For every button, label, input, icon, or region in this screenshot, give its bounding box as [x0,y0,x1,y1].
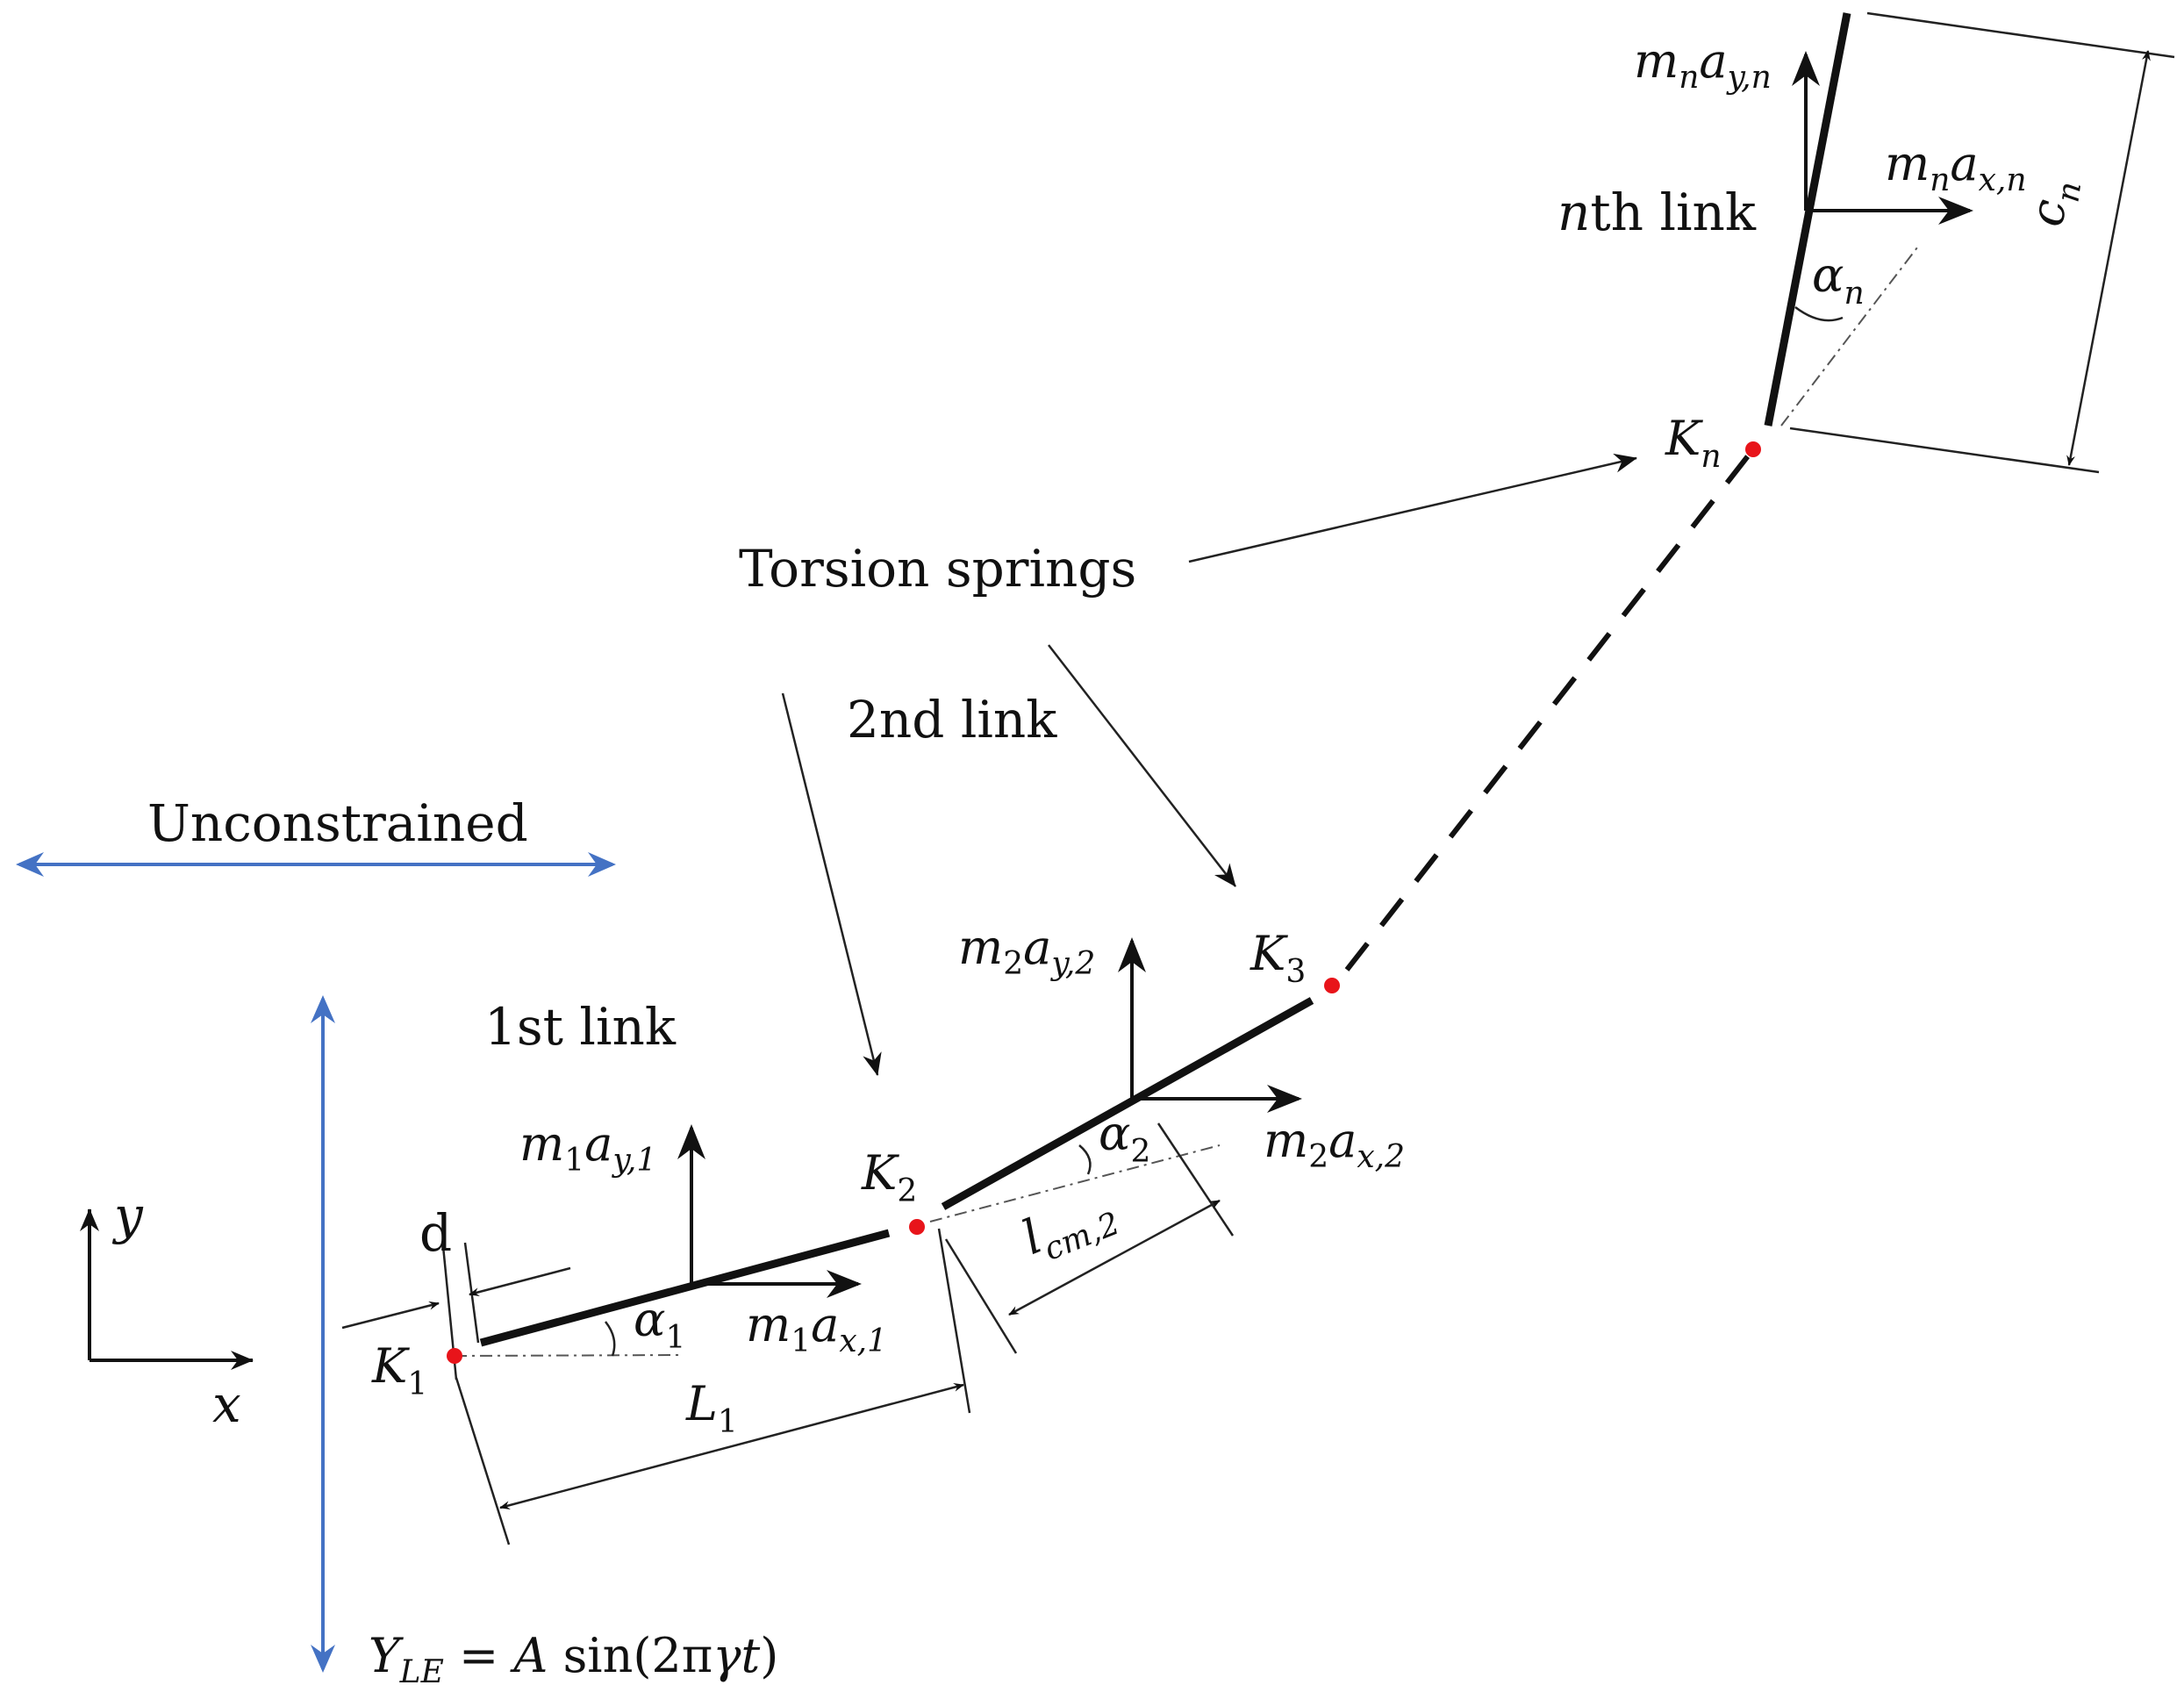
lcm2-dimension [944,1122,1235,1354]
link-2 [941,997,1314,1210]
coordinate-axes: y x [80,1186,254,1434]
alpha-n-arc [1794,306,1844,322]
joint-k2 [909,1219,925,1235]
link-n [1764,12,1851,427]
alpha-1-label: α1 [634,1292,685,1356]
cn-dimension [1789,11,2175,474]
k2-label: K2 [861,1145,917,1209]
alpha-2-arc [1078,1144,1092,1175]
joint-k1 [447,1348,462,1364]
link-1-label: 1st link [484,997,677,1057]
joint-k3 [1324,978,1340,993]
torsion-pointer-k3 [1048,644,1236,887]
alpha-n-label: αn [1812,247,1865,312]
alpha-2-label: α2 [1099,1106,1150,1170]
torsion-springs-label: Torsion springs [739,539,1136,599]
unconstrained-label: Unconstrained [147,793,528,853]
m2ay2-label: m2ay,2 [958,920,1095,982]
x-axis-label: x [212,1374,241,1434]
k1-label: K1 [371,1338,427,1402]
torsion-pointer-k2 [781,692,882,1076]
joint-kn [1745,441,1761,457]
L1-label: L1 [685,1376,738,1440]
dashed-intermediate-links [1344,448,1756,972]
heave-equation: YLE = A sin(2πγt) [369,1628,778,1685]
link-n-label: nth link [1557,183,1757,242]
m1ax1-label: m1ax,1 [746,1297,887,1359]
mnayn-label: mnay,n [1634,33,1772,96]
link-1 [479,1229,891,1347]
link-2-label: 2nd link [847,690,1057,749]
d-label: d [419,1203,452,1263]
L1-dimension [455,1228,971,1545]
alpha-1-arc [605,1321,616,1357]
kn-label: Kn [1665,411,1722,475]
k3-label: K3 [1250,926,1306,990]
lcm2-label: lcm,2 [1014,1180,1125,1273]
m1ay1-label: m1ay,1 [519,1116,656,1179]
cn-label: cn [2018,176,2088,231]
m2ax2-label: m2ax,2 [1264,1113,1405,1175]
y-axis-label: y [111,1186,144,1245]
mnaxn-label: mnax,n [1885,136,2027,198]
torsion-pointer-kn [1188,453,1637,563]
